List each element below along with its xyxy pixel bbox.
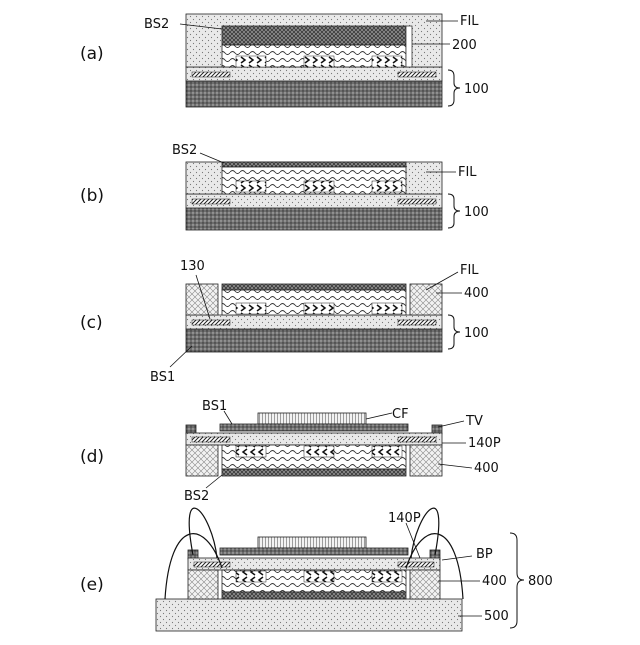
panel-c-wire — [398, 320, 436, 325]
panel-a-label: (a) — [80, 44, 104, 64]
panel-b-wire — [192, 199, 230, 204]
panel-b-die — [372, 181, 402, 192]
panel-e-die — [236, 571, 266, 582]
panel-c-wire — [192, 320, 230, 325]
panel-e: (e) 140P BP 400 800 500 — [80, 508, 553, 631]
panel-e-die — [372, 571, 402, 582]
panel-d-leader-400 — [438, 464, 472, 468]
panel-c-frame-left — [186, 284, 218, 315]
panel-e-callout-800: 800 — [528, 574, 553, 589]
panel-e-wire — [194, 562, 230, 567]
panel-a-wire — [192, 72, 230, 77]
panel-d-callout-400: 400 — [474, 461, 499, 476]
panel-d-die — [304, 446, 334, 457]
panel-d-leader-bs2 — [206, 475, 222, 488]
panel-c-die — [304, 303, 334, 314]
panel-c: (c) 130 FIL 400 100 BS1 — [80, 259, 489, 385]
panel-b: (b) BS2 FIL 100 — [80, 143, 489, 230]
panel-a-callout-100: 100 — [464, 82, 489, 97]
panel-c-die — [236, 303, 266, 314]
panel-d-callout-bs2: BS2 — [184, 489, 209, 504]
panel-c-callout-100: 100 — [464, 326, 489, 341]
panel-d-die — [372, 446, 402, 457]
panel-a-substrate — [186, 81, 442, 107]
panel-a-callout-fil: FIL — [460, 14, 479, 29]
panel-b-label: (b) — [80, 186, 104, 206]
panel-d-leader-cf — [366, 413, 392, 419]
panel-a: (a) BS2 FIL 200 100 — [80, 14, 489, 107]
panel-e-frame-left — [188, 570, 218, 599]
panel-c-callout-bs1: BS1 — [150, 370, 175, 385]
panel-e-callout-140p: 140P — [388, 511, 421, 526]
panel-d-wire — [398, 437, 436, 442]
panel-d-leader-tv — [438, 421, 464, 427]
panel-c-die — [372, 303, 402, 314]
panel-e-callout-500: 500 — [484, 609, 509, 624]
panel-c-substrate — [186, 329, 442, 352]
panel-b-callout-bs2: BS2 — [172, 143, 197, 158]
panel-c-label: (c) — [80, 313, 103, 333]
panel-b-brace — [448, 194, 460, 228]
panel-a-wire — [398, 72, 436, 77]
panel-b-chip-top — [222, 162, 406, 167]
panel-d-callout-140p: 140P — [468, 436, 501, 451]
panel-e-callout-bp: BP — [476, 547, 493, 562]
panel-c-leader-bs1 — [170, 346, 192, 367]
panel-a-brace — [448, 70, 460, 106]
panel-d-callout-tv: TV — [465, 414, 483, 429]
panel-e-frame-right — [410, 570, 440, 599]
panel-d-frame-left — [186, 445, 218, 476]
panel-b-callout-fil: FIL — [458, 165, 477, 180]
panel-d-label: (d) — [80, 447, 104, 467]
panel-e-top-layer — [220, 548, 408, 555]
panel-d-callout-cf: CF — [392, 407, 409, 422]
panel-a-callout-200: 200 — [452, 38, 477, 53]
panel-c-frame-right — [410, 284, 442, 315]
panel-b-substrate — [186, 208, 442, 230]
panel-a-chip-substrate — [222, 26, 406, 45]
panel-d-die — [236, 446, 266, 457]
panel-e-callout-400: 400 — [482, 574, 507, 589]
panel-c-callout-400: 400 — [464, 286, 489, 301]
panel-d-callout-bs1: BS1 — [202, 399, 227, 414]
panel-c-callout-130: 130 — [180, 259, 205, 274]
panel-a-callout-bs2: BS2 — [144, 17, 169, 32]
panel-a-gap — [406, 26, 412, 67]
panel-c-brace — [448, 315, 460, 349]
panel-d-chip-bottom — [222, 469, 406, 476]
panel-b-wire — [398, 199, 436, 204]
panel-b-leader-bs2 — [200, 153, 224, 163]
panel-a-die — [236, 56, 266, 67]
panel-c-callout-fil: FIL — [460, 263, 479, 278]
panel-a-die — [372, 56, 402, 67]
panel-e-wire — [398, 562, 434, 567]
panel-e-brace — [510, 533, 524, 628]
panel-d-top-layer — [220, 424, 408, 431]
panel-e-chip-bottom — [222, 592, 406, 599]
panel-e-board — [156, 599, 462, 631]
panel-b-die — [236, 181, 266, 192]
panel-d-frame-right — [410, 445, 442, 476]
panel-a-die — [304, 56, 334, 67]
panel-e-label: (e) — [80, 575, 104, 595]
panel-c-chip-top — [222, 284, 406, 290]
panel-e-color-filter — [258, 537, 366, 548]
panel-b-die — [304, 181, 334, 192]
panel-e-die — [304, 571, 334, 582]
panel-d-color-filter — [258, 413, 366, 424]
panel-d-wire — [192, 437, 230, 442]
panel-b-callout-100: 100 — [464, 205, 489, 220]
panel-d: (d) BS1 CF TV 140P 400 BS2 — [80, 399, 501, 504]
